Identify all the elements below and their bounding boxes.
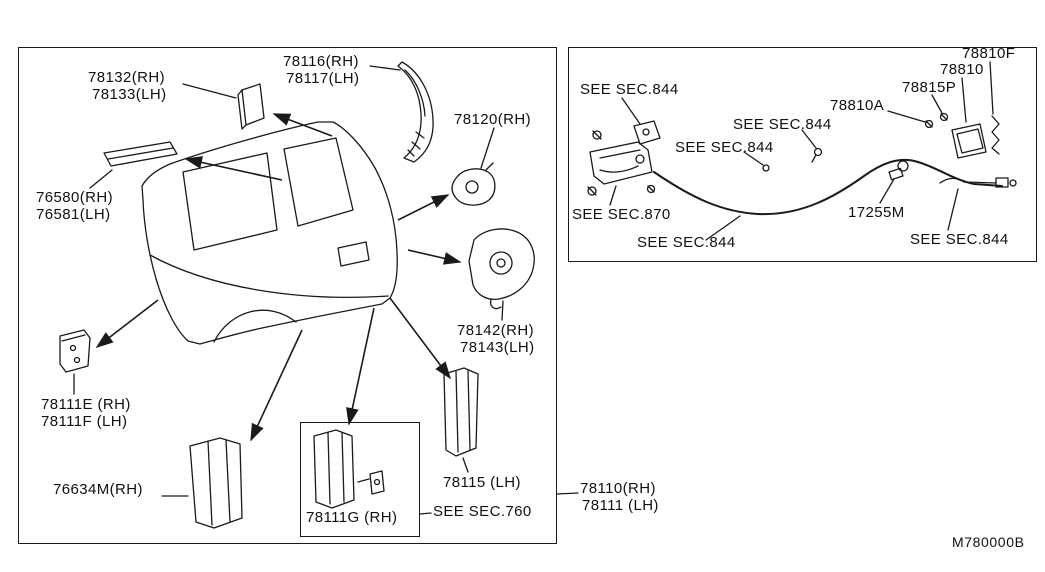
part-label-78143: 78143(LH)	[460, 339, 535, 356]
part-label-78120: 78120(RH)	[454, 111, 531, 128]
part-label-78810: 78810	[940, 61, 984, 78]
part-label-78133: 78133(LH)	[92, 86, 167, 103]
part-label-78810f: 78810F	[962, 45, 1016, 62]
part-label-78810a: 78810A	[830, 97, 885, 114]
part-label-76634m: 76634M(RH)	[53, 481, 143, 498]
body-panel-section-frame	[18, 47, 557, 544]
part-label-78111f: 78111F (LH)	[41, 413, 128, 430]
part-label-76581: 76581(LH)	[36, 206, 111, 223]
part-label-78111: 78111 (LH)	[582, 497, 659, 514]
see-sec-870-label: SEE SEC.870	[572, 206, 671, 223]
part-label-78815p: 78815P	[902, 79, 957, 96]
part-label-78111g: 78111G (RH)	[306, 509, 398, 526]
part-label-78116: 78116(RH)	[283, 53, 359, 70]
part-label-78115: 78115 (LH)	[443, 474, 521, 491]
see-sec-760-label: SEE SEC.760	[433, 503, 532, 520]
fuel-opener-section-frame	[568, 47, 1037, 262]
part-label-78110: 78110(RH)	[580, 480, 656, 497]
see-sec-844-label-mid-lower: SEE SEC.844	[675, 139, 774, 156]
part-label-78117: 78117(LH)	[286, 70, 360, 87]
see-sec-844-label-top-left: SEE SEC.844	[580, 81, 679, 98]
part-label-78111e: 78111E (RH)	[41, 396, 131, 413]
see-sec-844-label-mid-upper: SEE SEC.844	[733, 116, 832, 133]
part-label-78142: 78142(RH)	[457, 322, 534, 339]
drawing-code: M780000B	[952, 534, 1025, 550]
part-label-17255m: 17255M	[848, 204, 905, 221]
part-label-76580: 76580(RH)	[36, 189, 113, 206]
part-label-78132: 78132(RH)	[88, 69, 165, 86]
see-sec-844-label-bottom-left: SEE SEC.844	[637, 234, 736, 251]
see-sec-844-label-bottom-right: SEE SEC.844	[910, 231, 1009, 248]
